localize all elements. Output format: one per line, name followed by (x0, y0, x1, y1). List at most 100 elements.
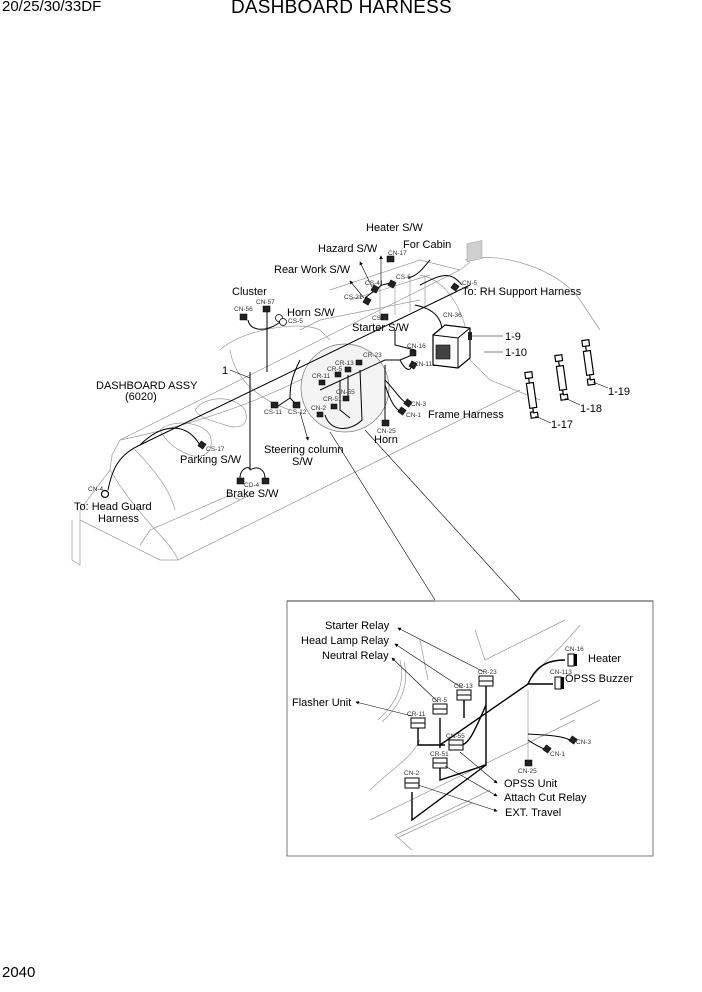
label-parking-sw: Parking S/W (180, 454, 242, 466)
label-horn: Horn (374, 434, 398, 446)
svg-text:CN-2: CN-2 (311, 405, 327, 412)
connector-cr11[interactable] (318, 379, 326, 386)
svg-text:CR-11: CR-11 (407, 711, 426, 718)
svg-text:CN-55: CN-55 (446, 733, 465, 740)
detail-leader-lines (329, 429, 521, 601)
label-starter-sw: Starter S/W (352, 322, 409, 334)
label-head-lamp-relay: Head Lamp Relay (301, 635, 390, 647)
svg-text:CR-51: CR-51 (430, 751, 449, 758)
connector-cn4[interactable] (100, 489, 110, 499)
label-rh-support: To: RH Support Harness (462, 286, 582, 298)
svg-text:CR-11: CR-11 (312, 373, 331, 380)
label-assy-code: (6020) (125, 391, 157, 403)
svg-text:CN-25: CN-25 (377, 428, 396, 435)
callout-1-19-leader (592, 381, 609, 389)
main-connector-labels: CN-17 CN-5 CS-41 CS-6 CS-21 CS-2 CN-56 C… (88, 250, 478, 493)
connector-cn1[interactable] (397, 406, 407, 416)
connector-cn5[interactable] (450, 282, 460, 292)
callout-1-9: 1-9 (505, 331, 521, 343)
part-1-10 (466, 240, 483, 263)
connector-cn113[interactable] (408, 360, 418, 370)
relay-cr13[interactable] (456, 689, 472, 701)
callout-1-18: 1-18 (580, 403, 602, 415)
svg-text:CD-4: CD-4 (244, 482, 260, 489)
svg-text:CN-55: CN-55 (336, 389, 355, 396)
svg-text:CN-16: CN-16 (407, 343, 426, 350)
connector-cn57[interactable] (262, 305, 271, 313)
connector-cr51[interactable] (330, 403, 338, 410)
connector-cs17[interactable] (197, 440, 207, 450)
connector-cn17[interactable] (386, 255, 395, 263)
svg-text:CN-1: CN-1 (406, 412, 422, 419)
label-heater: Heater (588, 653, 621, 665)
connector-cr23[interactable] (355, 359, 363, 366)
svg-text:CN-113: CN-113 (414, 361, 436, 368)
connector-cs2[interactable] (380, 313, 389, 321)
relay-cn2[interactable] (404, 777, 420, 789)
svg-text:CN-113: CN-113 (550, 669, 572, 676)
svg-text:CN-5: CN-5 (462, 280, 478, 287)
svg-text:CS-17: CS-17 (206, 446, 225, 453)
connector-detail-cn3[interactable] (568, 735, 578, 745)
relay-cr23[interactable] (478, 675, 494, 687)
svg-text:CN-57: CN-57 (256, 299, 275, 306)
label-hazard-sw: Hazard S/W (318, 243, 378, 255)
page-number: 2040 (2, 964, 36, 981)
label-attach-cut-relay: Attach Cut Relay (504, 792, 587, 804)
label-horn-sw: Horn S/W (287, 307, 335, 319)
connector-cr5[interactable] (334, 371, 342, 378)
connector-detail-cn1[interactable] (542, 744, 552, 754)
svg-text:CR-13: CR-13 (454, 683, 473, 690)
connector-cn16[interactable] (409, 349, 417, 357)
connector-cs12[interactable] (292, 401, 301, 409)
switch-arrows (299, 255, 383, 441)
connector-cs41[interactable] (370, 284, 380, 294)
connector-cn56[interactable] (239, 313, 248, 321)
svg-text:CN-2: CN-2 (404, 770, 420, 777)
connector-cs21[interactable] (362, 296, 372, 306)
connector-detail-cn113[interactable] (554, 676, 564, 690)
svg-text:CS-2: CS-2 (372, 315, 387, 322)
label-ext-travel: EXT. Travel (505, 807, 561, 819)
svg-text:CS-6: CS-6 (396, 274, 411, 281)
connector-cn55[interactable] (342, 395, 350, 402)
svg-text:CR-13: CR-13 (335, 360, 354, 367)
relay-cr11[interactable] (410, 717, 426, 729)
detail-connector-labels: CR-23 CR-13 CR-5 CR-11 CN-55 CR-51 CN-2 … (404, 646, 592, 777)
connector-cn3[interactable] (403, 398, 413, 408)
svg-text:CN-17: CN-17 (388, 250, 407, 257)
dashboard-outline (71, 257, 601, 566)
connector-cs11[interactable] (270, 401, 279, 409)
label-steering-column: Steering column (264, 444, 344, 456)
relay-cn55[interactable] (448, 739, 464, 751)
svg-text:CN-56: CN-56 (234, 306, 253, 313)
label-starter-relay: Starter Relay (325, 620, 390, 632)
relay-cr51[interactable] (432, 757, 448, 769)
label-steering-sw: S/W (292, 456, 313, 468)
detail-arrows (355, 627, 498, 812)
label-head-guard-2: Harness (98, 513, 139, 525)
svg-text:CN-4: CN-4 (88, 486, 104, 493)
connector-cr13[interactable] (344, 366, 352, 373)
connector-cn25[interactable] (381, 419, 390, 427)
connector-detail-cn16[interactable] (567, 653, 577, 667)
connector-detail-cn25[interactable] (524, 759, 533, 767)
detail-circle (300, 343, 390, 433)
connector-cs6[interactable] (387, 279, 397, 289)
callout-1-17: 1-17 (551, 419, 573, 431)
label-dashboard-assy: DASHBOARD ASSY (96, 380, 198, 392)
label-cluster: Cluster (232, 286, 267, 298)
relay-cr5[interactable] (432, 703, 448, 715)
callout-1: 1 (222, 365, 228, 377)
callout-1-leader (229, 369, 251, 379)
connector-cd4-b[interactable] (261, 477, 270, 485)
callout-1-18-leader (564, 397, 581, 406)
connector-cd4-a[interactable] (236, 477, 245, 485)
relay-box (432, 324, 472, 369)
svg-text:CS-12: CS-12 (288, 409, 307, 416)
svg-text:CN-25: CN-25 (518, 768, 537, 775)
label-head-guard: To: Head Guard (74, 501, 152, 513)
svg-text:CR-23: CR-23 (363, 352, 382, 359)
svg-text:CN-36: CN-36 (443, 312, 462, 319)
connector-cn2[interactable] (316, 411, 324, 418)
